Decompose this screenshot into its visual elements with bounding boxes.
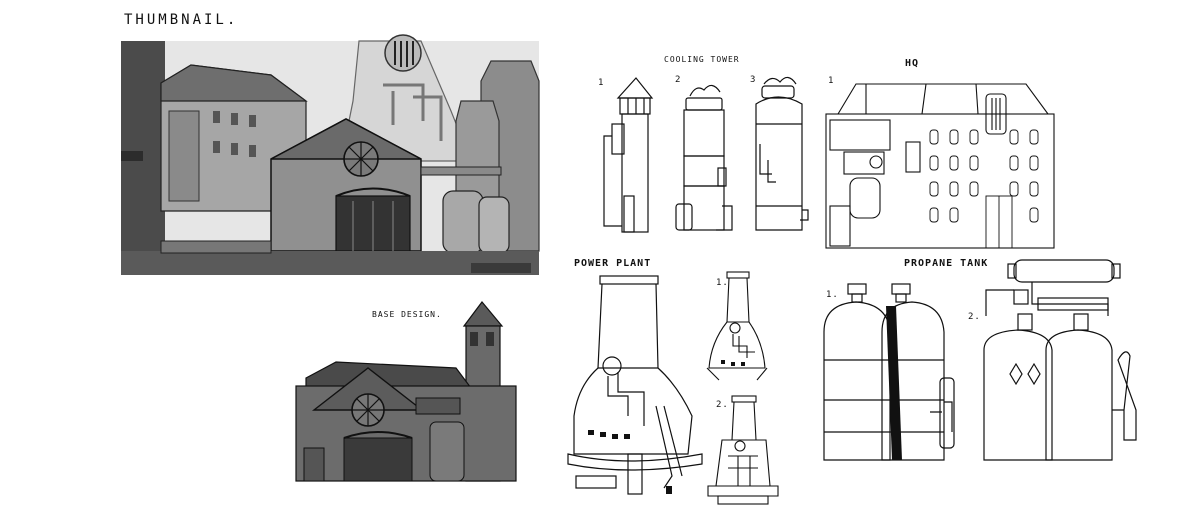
hq-drawing	[825, 83, 1055, 249]
cooling-tower-label: COOLING TOWER	[664, 55, 740, 64]
cooling-number-3: 3	[750, 75, 757, 85]
thumbnail-scene	[121, 34, 540, 275]
propane-number-1: 1.	[826, 290, 839, 300]
power-number-2: 2.	[716, 400, 729, 410]
cooling-tower-3	[755, 76, 809, 231]
cooling-tower-2	[675, 84, 733, 231]
cooling-tower-1	[603, 77, 654, 233]
base-design-drawing	[295, 301, 517, 482]
propane-tank-1	[823, 283, 955, 461]
power-number-1: 1.	[716, 278, 729, 288]
hq-label: HQ	[905, 58, 920, 69]
power-plant-label: POWER PLANT	[574, 258, 652, 269]
propane-tank-2	[983, 259, 1137, 461]
thumbnail-title: THUMBNAIL.	[124, 12, 239, 28]
hq-number: 1	[828, 76, 835, 86]
base-design-label: BASE DESIGN.	[372, 310, 442, 319]
power-plant-2	[707, 395, 779, 505]
power-plant-1	[706, 271, 768, 381]
cooling-number-1: 1	[598, 78, 605, 88]
propane-number-2: 2.	[968, 312, 981, 322]
power-plant-main	[567, 275, 703, 495]
propane-tank-label: PROPANE TANK	[904, 258, 989, 269]
cooling-number-2: 2	[675, 75, 682, 85]
